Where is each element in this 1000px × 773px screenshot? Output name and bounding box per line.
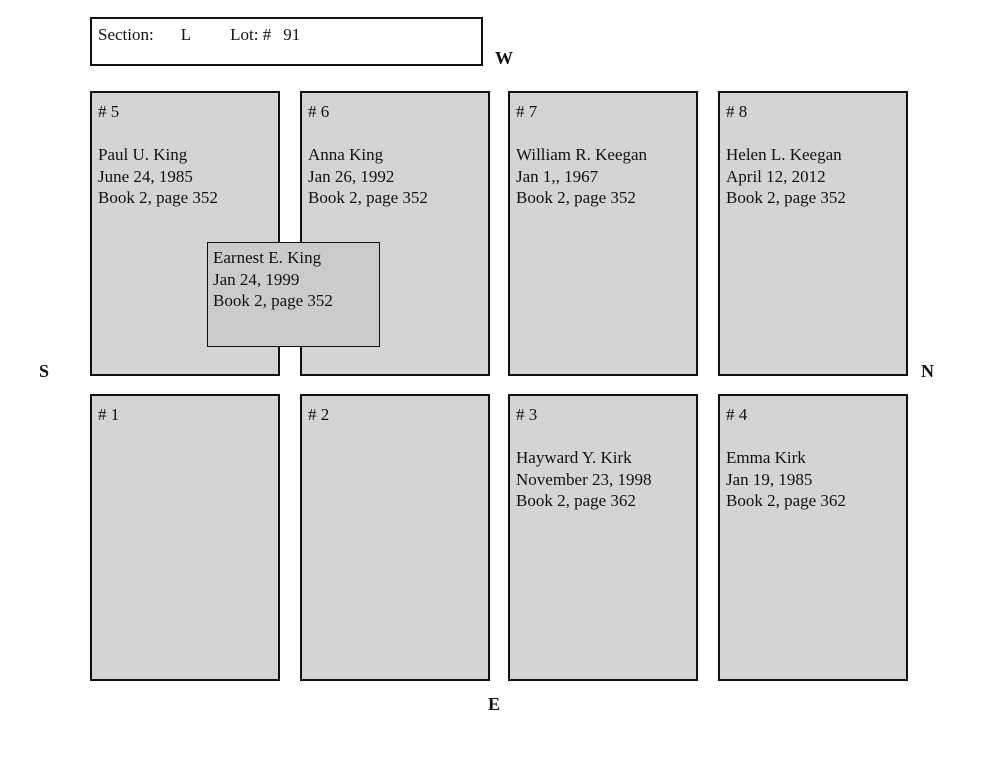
plot-date: Jan 26, 1992 [308, 166, 395, 186]
compass-west-label: W [495, 48, 513, 68]
plot-name: Hayward Y. Kirk [516, 448, 632, 467]
plot-8: # 8 Helen L. Keegan April 12, 2012 Book … [718, 91, 908, 376]
plot-record: Book 2, page 362 [726, 491, 846, 510]
plot-date: June 24, 1985 [98, 166, 193, 186]
plot-name: Anna King [308, 145, 384, 164]
section-label: Section: [98, 25, 154, 44]
plot-2: # 2 [300, 394, 490, 681]
plot-7: # 7 William R. Keegan Jan 1,, 1967 Book … [508, 91, 698, 376]
lot-label: Lot: # [230, 25, 272, 44]
plot-record: Book 2, page 362 [516, 491, 636, 510]
plot-date: Jan 19, 1985 [726, 469, 813, 489]
overlay-record-earnest-king: Earnest E. King Jan 24, 1999 Book 2, pag… [207, 242, 380, 347]
plot-name: William R. Keegan [516, 145, 648, 164]
plot-1: # 1 [90, 394, 280, 681]
plot-5: # 5 Paul U. King June 24, 1985 Book 2, p… [90, 91, 280, 376]
plot-record: Book 2, page 352 [726, 188, 846, 207]
overlay-name: Earnest E. King [213, 248, 322, 267]
plot-number: # 2 [308, 405, 330, 424]
lot-value: 91 [283, 25, 301, 44]
plot-number: # 7 [516, 102, 538, 121]
plot-name: Emma Kirk [726, 448, 806, 467]
plot-name: Paul U. King [98, 145, 188, 164]
plot-record: Book 2, page 352 [516, 188, 636, 207]
plot-3: # 3 Hayward Y. Kirk November 23, 1998 Bo… [508, 394, 698, 681]
plot-number: # 8 [726, 102, 748, 121]
section-value: L [180, 25, 192, 44]
plot-name: Helen L. Keegan [726, 145, 842, 164]
overlay-record: Book 2, page 352 [213, 291, 333, 310]
plot-date: November 23, 1998 [516, 469, 652, 489]
compass-south-label: S [39, 361, 50, 381]
plot-number: # 4 [726, 405, 748, 424]
section-lot-header: Section: L Lot: # 91 [90, 17, 483, 66]
plot-date: April 12, 2012 [726, 166, 826, 186]
plot-number: # 1 [98, 405, 120, 424]
plot-record: Book 2, page 352 [308, 188, 428, 207]
compass-north-label: N [921, 361, 934, 381]
plot-record: Book 2, page 352 [98, 188, 218, 207]
plot-number: # 5 [98, 102, 120, 121]
plot-date: Jan 1,, 1967 [516, 166, 599, 186]
plot-4: # 4 Emma Kirk Jan 19, 1985 Book 2, page … [718, 394, 908, 681]
overlay-date: Jan 24, 1999 [213, 269, 300, 289]
plot-number: # 6 [308, 102, 330, 121]
compass-east-label: E [488, 694, 501, 714]
plot-number: # 3 [516, 405, 538, 424]
